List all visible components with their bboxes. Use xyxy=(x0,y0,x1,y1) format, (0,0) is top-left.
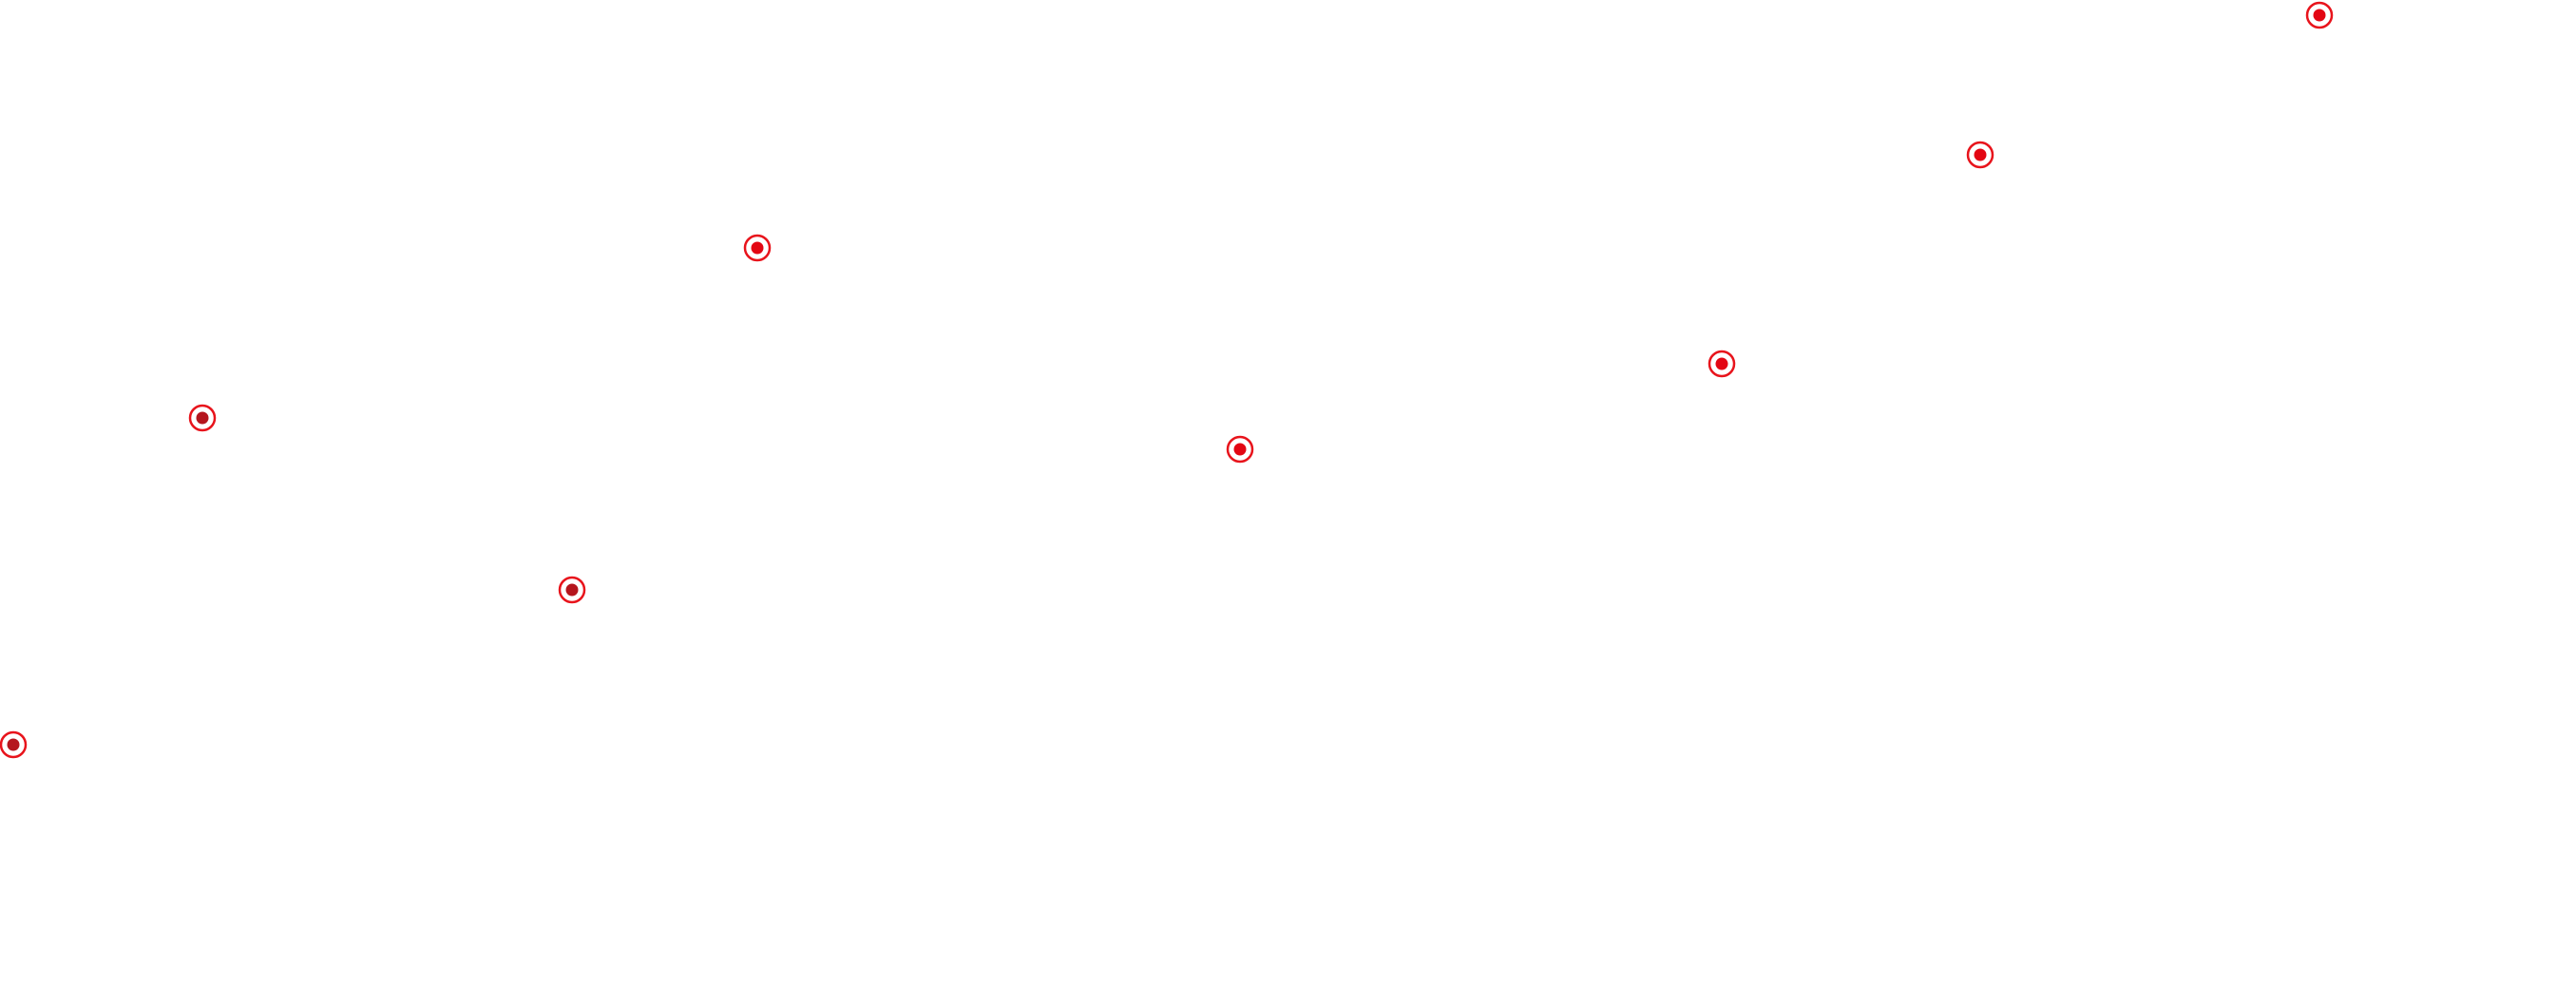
marker-ring xyxy=(2305,1,2334,29)
map-marker-1[interactable] xyxy=(2305,1,2334,29)
marker-dot xyxy=(2313,9,2326,22)
map-marker-7[interactable] xyxy=(558,576,586,604)
marker-dot xyxy=(1233,443,1247,456)
map-marker-2[interactable] xyxy=(1966,141,1994,169)
marker-ring xyxy=(1966,141,1994,169)
marker-ring xyxy=(558,576,586,604)
marker-dot xyxy=(1974,148,1987,161)
marker-dot xyxy=(196,411,209,425)
map-marker-3[interactable] xyxy=(743,234,772,262)
marker-ring xyxy=(188,404,217,432)
marker-dot xyxy=(7,738,20,751)
map-marker-6[interactable] xyxy=(1226,435,1254,464)
marker-ring xyxy=(1226,435,1254,464)
marker-ring xyxy=(1708,350,1736,378)
marker-dot xyxy=(1715,357,1728,370)
marker-ring xyxy=(743,234,772,262)
map-marker-5[interactable] xyxy=(188,404,217,432)
marker-dot xyxy=(565,583,579,597)
map-marker-8[interactable] xyxy=(0,730,28,759)
map-marker-4[interactable] xyxy=(1708,350,1736,378)
marker-ring xyxy=(0,730,28,759)
marker-dot xyxy=(751,241,764,255)
